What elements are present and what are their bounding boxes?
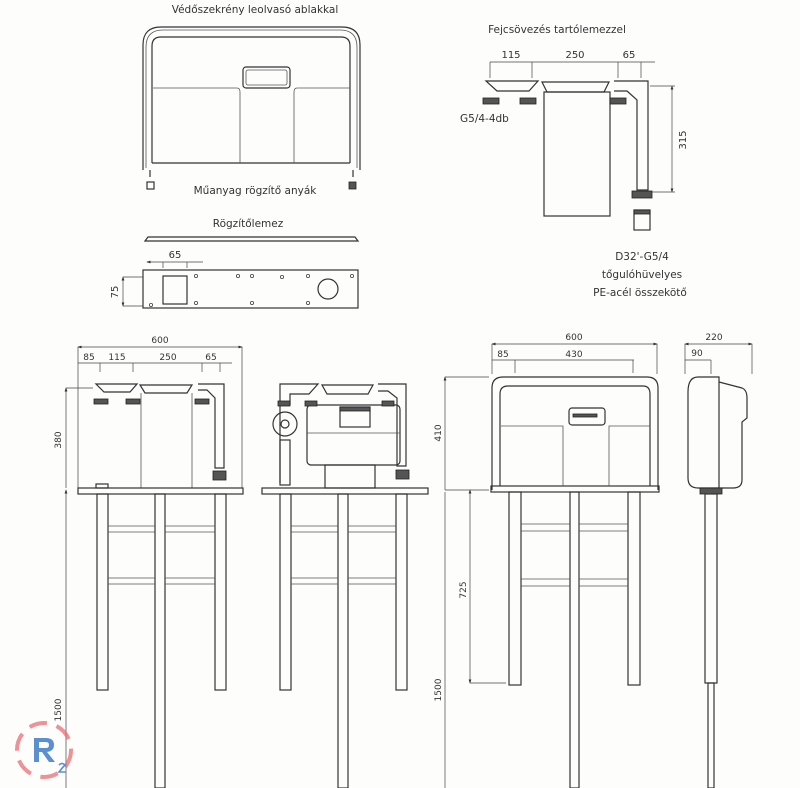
dim-380: 380 [54,431,64,448]
dim-1500: 1500 [54,698,64,721]
dim-430: 430 [565,350,582,360]
plate-title: Rögzítőlemez [213,218,284,230]
dim-115: 115 [501,50,520,61]
rs-logo [15,721,73,779]
stand-piping-view: 600 85 115 250 65 380 1500 [54,336,244,788]
dim-315: 315 [678,130,689,149]
dim-1500: 1500 [434,678,444,701]
dim-115: 115 [108,353,125,363]
logo-r-mark [34,738,55,762]
dim-65: 65 [205,353,216,363]
coupling-label-1: D32'-G5/4 [615,251,669,263]
dim-85: 85 [83,353,94,363]
nuts-label: Műanyag rögzítő anyák [194,185,318,197]
dim-85: 85 [497,350,508,360]
dim-90: 90 [691,349,703,359]
dim-65: 65 [169,250,182,261]
cabinet-front-view: Védőszekrény leolvasó ablakkal Műanyag r… [142,4,361,197]
nut-icon [146,181,155,190]
dim-600: 600 [151,336,168,346]
header-piping-view: Fejcsövezés tartólemezzel 115 250 65 315… [460,24,689,299]
dim-75: 75 [110,286,121,299]
dim-250: 250 [159,353,176,363]
coupling-label-2: tőgulóhüvelyes [602,269,682,281]
g54-label: G5/4-4db [460,113,509,125]
side-view: 220 90 [684,333,753,788]
mounting-plate-view: Rögzítőlemez 65 75 [110,218,360,309]
dim-725: 725 [459,581,469,598]
header-title: Fejcsövezés tartólemezzel [488,24,626,36]
logo-ampersand-mark [57,762,67,773]
dim-65: 65 [623,50,636,61]
dim-410: 410 [434,424,444,441]
dim-250: 250 [565,50,584,61]
stand-cabinet-view: 600 85 430 410 725 1500 [434,333,660,788]
cabinet-title: Védőszekrény leolvasó ablakkal [172,4,339,16]
dim-600: 600 [565,333,582,343]
dim-220: 220 [705,333,722,343]
stand-meter-view [261,383,429,788]
coupling-label-3: PE-acél összekötő [593,287,687,299]
nut-icon [348,181,357,190]
